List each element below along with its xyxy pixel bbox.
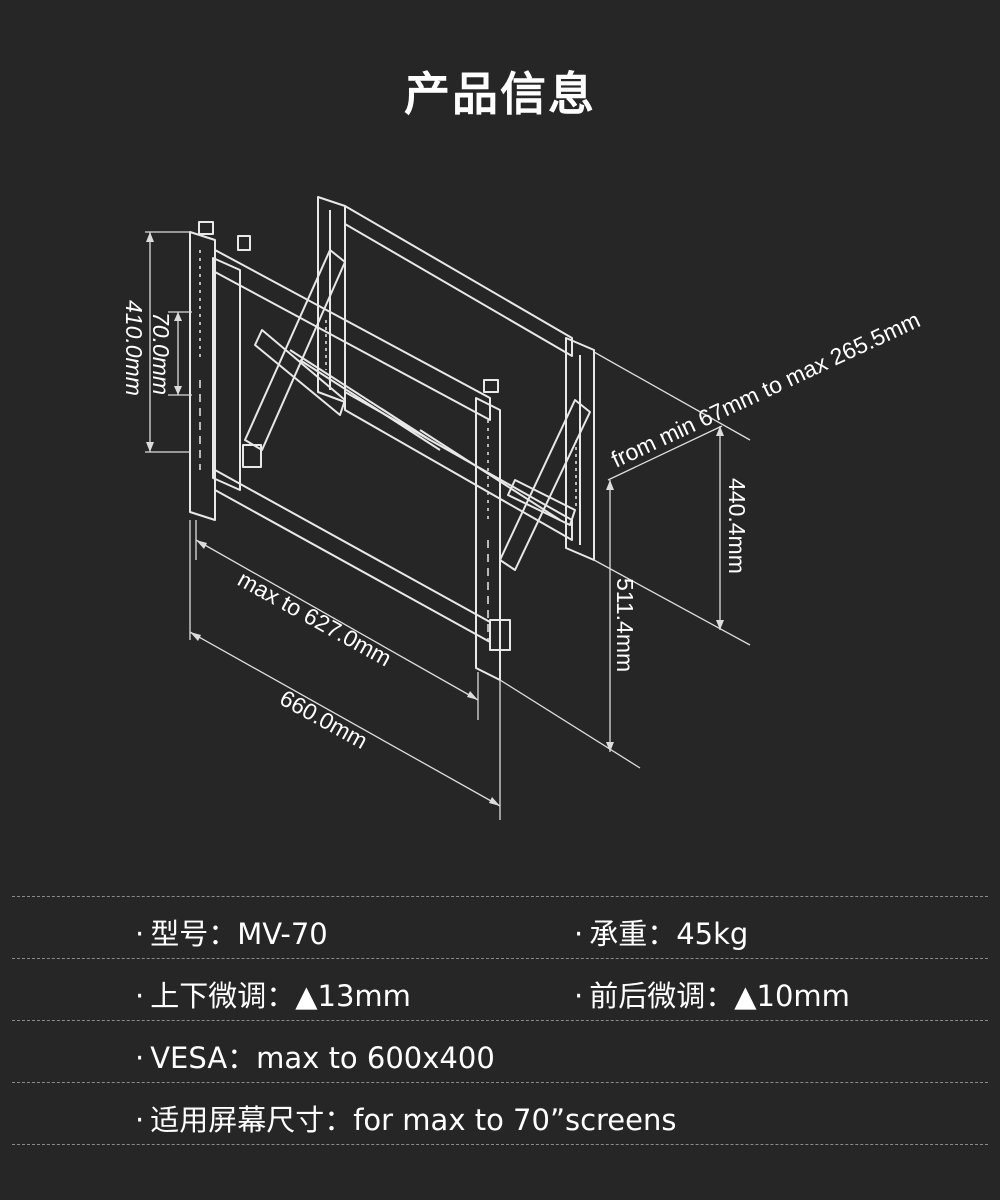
spec-row: ·型号：MV-70 ·承重：45kg xyxy=(12,897,988,958)
spec-screen-size: 适用屏幕尺寸：for max to 70”screens xyxy=(150,1103,677,1137)
bullet: · xyxy=(135,1103,145,1137)
dim-outer-width: 660.0mm xyxy=(276,685,372,754)
slot-holes xyxy=(199,250,577,640)
dimension-arrows xyxy=(146,232,724,806)
spec-item: ·前后微调：▲10mm xyxy=(574,973,850,1015)
spec-row: ·VESA：max to 600x400 xyxy=(12,1021,988,1082)
dim-inner-width: max to 627.0mm xyxy=(234,566,396,672)
bullet: · xyxy=(574,917,584,951)
front-frame xyxy=(189,221,511,681)
back-frame xyxy=(317,196,595,561)
dim-depth-range: from min 67mm to max 265.5mm xyxy=(607,306,924,472)
spec-row: ·上下微调：▲13mm ·前后微调：▲10mm xyxy=(12,959,988,1020)
spec-load: 承重：45kg xyxy=(589,917,749,951)
dim-inner-height: 440.4mm xyxy=(724,478,750,574)
spec-item: ·VESA：max to 600x400 xyxy=(135,1035,495,1077)
bullet: · xyxy=(135,1041,145,1075)
scissor-arms xyxy=(244,249,591,571)
dim-outer-height: 511.4mm xyxy=(612,578,638,672)
spec-row: ·适用屏幕尺寸：for max to 70”screens xyxy=(12,1083,988,1144)
divider xyxy=(12,896,988,897)
bullet: · xyxy=(574,979,584,1013)
spec-item: ·型号：MV-70 xyxy=(135,911,328,953)
dim-height-adjust: 70.0mm xyxy=(148,312,174,395)
spec-depth-adjust: 前后微调：▲10mm xyxy=(589,979,850,1013)
dim-height-total: 410.0mm xyxy=(121,300,147,396)
dimension-lines xyxy=(145,231,751,820)
spec-item: ·上下微调：▲13mm xyxy=(135,973,411,1015)
wall-mount-drawing: 410.0mm 70.0mm from min 67mm to max 265.… xyxy=(121,196,924,820)
divider xyxy=(12,1020,988,1021)
bullet: · xyxy=(135,917,145,951)
spec-item: ·适用屏幕尺寸：for max to 70”screens xyxy=(135,1097,676,1139)
spec-model: 型号：MV-70 xyxy=(150,917,328,951)
page-title: 产品信息 xyxy=(404,67,596,121)
spec-list: ·型号：MV-70 ·承重：45kg ·上下微调：▲13mm ·前后微调：▲10… xyxy=(12,896,988,1145)
spec-vesa: VESA：max to 600x400 xyxy=(150,1041,495,1075)
bullet: · xyxy=(135,979,145,1013)
spec-item: ·承重：45kg xyxy=(574,911,748,953)
spec-vertical-adjust: 上下微调：▲13mm xyxy=(150,979,411,1013)
divider xyxy=(12,1082,988,1083)
divider xyxy=(12,958,988,959)
divider xyxy=(12,1144,988,1145)
